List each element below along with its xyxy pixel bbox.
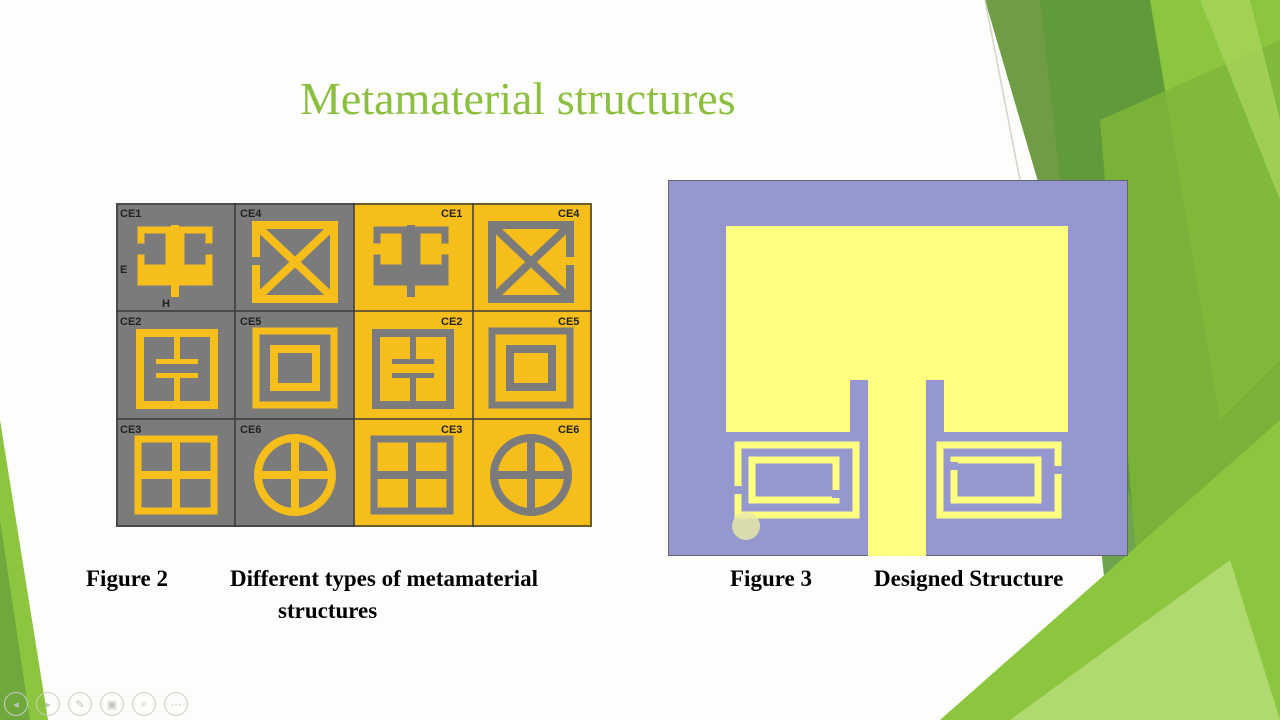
svg-text:CE4: CE4 [240,208,262,220]
svg-text:CE5: CE5 [240,316,261,328]
cell-ce3-gold: CE3 [370,424,462,515]
svg-text:H: H [162,298,170,310]
cell-ce6-grey: CE6 [240,424,336,516]
svg-text:CE6: CE6 [558,424,579,436]
svg-text:CE3: CE3 [120,424,141,436]
svg-text:CE5: CE5 [558,316,579,328]
svg-text:CE3: CE3 [441,424,462,436]
figure-2-caption-line2: structures [278,598,378,623]
cell-ce5-gold: CE5 [488,316,579,409]
slide-title: Metamaterial structures [300,73,736,124]
slides-icon[interactable]: ▣ [100,692,124,716]
svg-text:CE4: CE4 [558,208,580,220]
svg-text:CE1: CE1 [441,208,462,220]
figure-2-number: Figure 2 [86,566,168,591]
cell-ce2-grey: CE2 [120,316,218,409]
next-icon[interactable]: ▸ [36,692,60,716]
more-icon[interactable]: ⋯ [164,692,188,716]
figure-2-caption-line1: Different types of metamaterial [230,566,539,591]
slideshow-toolbar: ◂ ▸ ✎ ▣ ⌕ ⋯ [4,692,188,716]
figure-3-number: Figure 3 [730,566,812,591]
zoom-icon[interactable]: ⌕ [132,692,156,716]
svg-text:CE2: CE2 [120,316,141,328]
cell-ce1-gold: CE1 [370,208,462,297]
cell-ce5-grey: CE5 [240,316,338,409]
prev-icon[interactable]: ◂ [4,692,28,716]
svg-text:E: E [120,264,127,276]
cell-ce6-gold: CE6 [490,424,579,516]
figure-2-metamaterial-types: CE1 E H CE4 CE1 CE4 [116,203,592,527]
cell-ce4-grey: CE4 [240,208,338,303]
svg-text:CE2: CE2 [441,316,462,328]
cell-ce4-gold: CE4 [488,208,580,303]
figure-3-caption: Designed Structure [874,566,1064,591]
figure-3-designed-structure [668,180,1128,556]
pen-icon[interactable]: ✎ [68,692,92,716]
svg-text:CE6: CE6 [240,424,261,436]
cell-ce1-grey: CE1 E H [120,208,216,310]
cell-ce2-gold: CE2 [372,316,462,409]
svg-text:CE1: CE1 [120,208,141,220]
cell-ce3-grey: CE3 [120,424,218,515]
